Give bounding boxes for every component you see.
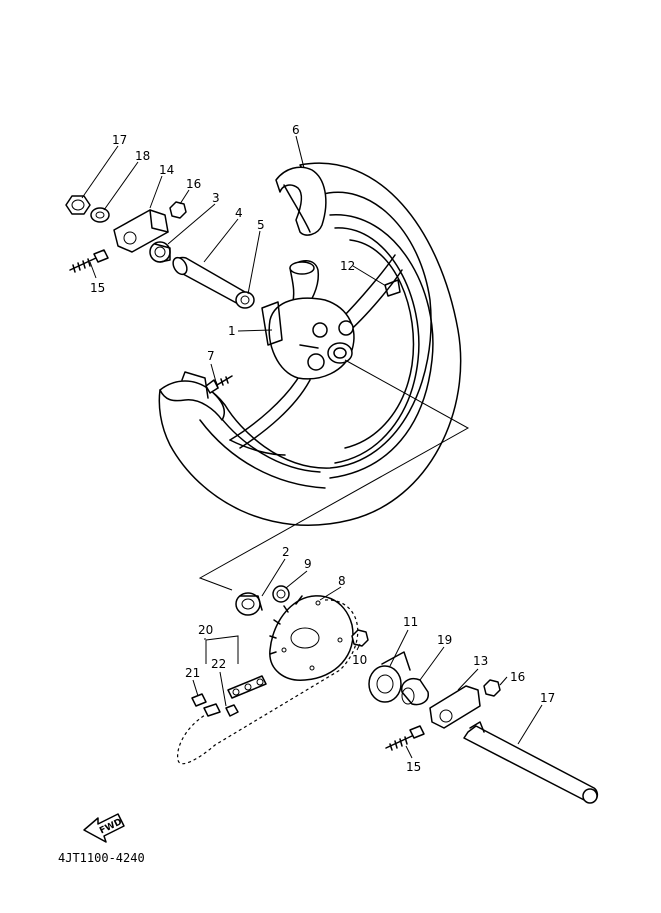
callout-4: 4 <box>235 206 243 220</box>
valve <box>384 279 401 297</box>
nut-18 <box>65 195 91 215</box>
puller-13 <box>429 685 481 729</box>
callout-22-right: 22 <box>211 657 226 671</box>
chain-joint-21 <box>227 675 267 699</box>
callout-11: 11 <box>403 615 418 629</box>
callout-20: 19 <box>437 633 452 647</box>
clip-22c <box>225 704 239 717</box>
hub-cover-11 <box>368 665 402 703</box>
callout-3: 3 <box>212 191 220 205</box>
tire-cutaway-top <box>275 166 327 236</box>
callout-16-bottom: 16 <box>510 670 525 684</box>
callout-22-left: 21 <box>185 666 200 680</box>
callout-15-bottom: 15 <box>406 760 421 774</box>
callout-19: 18 <box>135 149 150 163</box>
wheel-assembly <box>158 162 470 591</box>
callout-15-top: 15 <box>90 281 105 295</box>
sprocket-assembly <box>177 585 369 765</box>
callout-labels: 17 18 14 16 3 4 5 6 12 1 7 15 2 9 8 10 1… <box>90 123 555 774</box>
collar-9 <box>272 585 290 603</box>
fwd-arrow-icon: FWD <box>83 813 125 843</box>
left-axle-parts <box>65 195 255 394</box>
tire-outer <box>158 162 462 526</box>
right-axle-parts <box>368 651 599 804</box>
callout-16-top: 16 <box>186 177 201 191</box>
callout-7: 7 <box>207 349 215 363</box>
callout-12: 12 <box>340 259 355 273</box>
washer-19 <box>90 207 110 223</box>
callout-5: 5 <box>257 218 265 232</box>
callout-18: 17 <box>112 133 127 147</box>
callout-6: 6 <box>292 123 300 137</box>
callout-1: 1 <box>228 324 236 338</box>
rim-spoke-lower <box>229 374 311 449</box>
callout-14: 14 <box>159 163 174 177</box>
callout-10: 10 <box>352 653 367 667</box>
clip-22b <box>203 703 221 717</box>
callout-8: 8 <box>338 574 346 588</box>
clip-22a <box>191 693 207 707</box>
part-code: 4JT1100-4240 <box>58 851 145 865</box>
nut-16-top <box>169 201 187 219</box>
seal-5 <box>235 291 255 309</box>
nut-10 <box>351 629 369 647</box>
callout-13: 13 <box>473 654 488 668</box>
collar-20 <box>401 678 429 706</box>
leader-lines <box>81 135 543 759</box>
bolt-15-bottom <box>385 735 413 749</box>
nut-16-bottom <box>483 679 501 697</box>
callout-17: 17 <box>540 691 555 705</box>
callout-21: 20 <box>198 623 213 637</box>
axle-17 <box>463 725 599 803</box>
chain-loop <box>177 599 359 765</box>
callout-9: 9 <box>304 557 312 571</box>
callout-2: 2 <box>282 545 290 559</box>
